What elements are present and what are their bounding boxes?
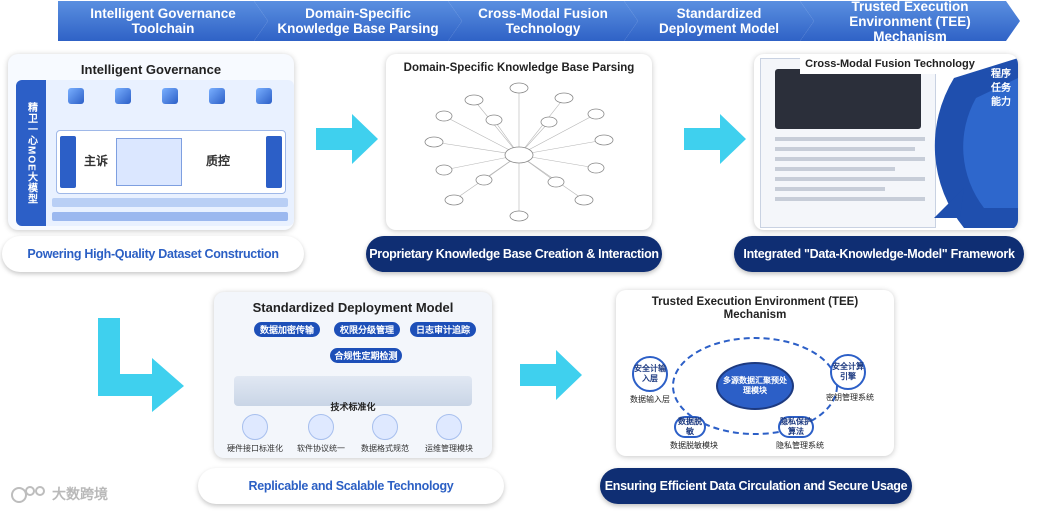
core-left-label: 主诉 [84, 154, 109, 168]
watermark-logo-icon [11, 486, 45, 503]
arrow-right-icon [520, 350, 582, 400]
process-left-bar [60, 136, 76, 188]
text-line [775, 157, 925, 161]
caption-deployment: Replicable and Scalable Technology [198, 468, 504, 504]
knowledge-panel: Domain-Specific Knowledge Base Parsing [386, 54, 652, 230]
ribbon-step-knowledge: Domain-Specific Knowledge Base Parsing [254, 1, 462, 41]
document-preview [760, 58, 936, 228]
knowledge-graph [424, 82, 614, 222]
tee-node: 隐私保护算法 [778, 416, 814, 438]
text-line [775, 197, 925, 201]
panel-title: Trusted Execution Environment (TEE) Mech… [651, 296, 859, 321]
node-icon [161, 88, 178, 104]
ribbon-step-label: Trusted Execution Environment (TEE) Mech… [849, 0, 971, 44]
governance-panel: Intelligent Governance 精卫一心MOE大模型 主诉 质控 [8, 54, 294, 230]
deploy-tag: 权限分级管理 [334, 322, 400, 337]
tech-standard-title: 技术标准化 [330, 402, 376, 412]
platform-base [234, 376, 472, 406]
tee-node-label: 数据脱敏模块 [670, 441, 718, 450]
fan-label-line: 程序 [991, 69, 1011, 80]
caption-knowledge: Proprietary Knowledge Base Creation & In… [366, 236, 662, 272]
ribbon-step-crossmodal: Cross-Modal Fusion Technology [448, 1, 638, 41]
process-ribbon: Intelligent Governance Toolchain Domain-… [58, 1, 1020, 41]
caption-governance: Powering High-Quality Dataset Constructi… [2, 236, 304, 272]
ribbon-step-tee: Trusted Execution Environment (TEE) Mech… [800, 1, 1020, 41]
database-icon [67, 88, 84, 104]
text-line [775, 147, 915, 151]
process-band [52, 198, 288, 207]
ribbon-step-label: Intelligent Governance Toolchain [90, 6, 236, 36]
crossmodal-panel: Cross-Modal Fusion Technology 程序 任务 能力 [754, 54, 1018, 230]
panel-title: Standardized Deployment Model [252, 300, 454, 315]
tech-item-label: 运维管理模块 [425, 444, 473, 453]
tech-item-label: 硬件接口标准化 [227, 444, 283, 453]
deploy-tag: 数据加密传输 [254, 322, 320, 337]
governance-diagram: 精卫一心MOE大模型 主诉 质控 [16, 80, 294, 226]
text-line [775, 167, 895, 171]
deploy-tag: 日志审计追踪 [410, 322, 476, 337]
ribbon-step-label: Domain-Specific Knowledge Base Parsing [277, 6, 439, 36]
ribbon-step-label: Cross-Modal Fusion Technology [478, 6, 608, 36]
watermark-text: 大数跨境 [52, 486, 108, 502]
fan-label-line: 任务 [991, 83, 1011, 94]
data-format-icon [372, 414, 398, 440]
deployment-panel: Standardized Deployment Model 数据加密传输 权限分… [214, 292, 492, 458]
tee-panel: Trusted Execution Environment (TEE) Mech… [616, 290, 894, 456]
ribbon-step-governance: Intelligent Governance Toolchain [58, 1, 268, 41]
tee-node-label: 数据输入层 [630, 395, 670, 404]
process-band [52, 212, 288, 221]
arrow-turn-icon [98, 318, 184, 412]
watermark: 大数跨境 [10, 484, 108, 504]
tech-item-label: 数据格式规范 [361, 444, 409, 453]
caption-crossmodal: Integrated "Data-Knowledge-Model" Framew… [734, 236, 1024, 272]
panel-title: Cross-Modal Fusion Technology [800, 58, 980, 74]
deploy-tag: 合规性定期检测 [330, 348, 402, 363]
panel-title: Domain-Specific Knowledge Base Parsing [403, 62, 635, 74]
fan-graphic [934, 58, 1018, 228]
tech-item-label: 软件协议统一 [297, 444, 345, 453]
core-right-label: 质控 [206, 154, 231, 168]
panel-title: Intelligent Governance [80, 62, 222, 77]
ribbon-step-label: Standardized Deployment Model [658, 6, 779, 36]
tee-node-label: 密钥管理系统 [826, 393, 874, 402]
fan-label: 程序 任务 能力 [990, 68, 1012, 110]
chart-icon [256, 88, 273, 104]
arrow-right-icon [316, 114, 378, 164]
layers-icon [209, 88, 226, 104]
process-center-block [116, 138, 182, 186]
flow-icon [114, 88, 131, 104]
text-line [775, 137, 925, 141]
hardware-icon [242, 414, 268, 440]
text-line [775, 177, 925, 181]
tee-node-label: 隐私管理系统 [776, 441, 824, 450]
process-right-bar [266, 136, 282, 188]
governance-icon-row [52, 88, 288, 128]
tee-node: 安全计输入层 [632, 356, 668, 392]
chat-overlay [775, 69, 921, 129]
graph-nodes [424, 82, 614, 222]
tee-node: 安全计算引擎 [830, 354, 866, 390]
text-line [775, 187, 885, 191]
ops-icon [436, 414, 462, 440]
model-side-label: 精卫一心MOE大模型 [16, 80, 46, 226]
arrow-right-icon [684, 114, 746, 164]
fan-label-line: 能力 [991, 97, 1011, 108]
caption-tee: Ensuring Efficient Data Circulation and … [600, 468, 912, 504]
protocol-icon [308, 414, 334, 440]
tee-node: 数据脱敏 [674, 416, 706, 438]
tee-center-node: 多源数据汇聚预处理模块 [716, 362, 794, 410]
ribbon-step-deployment: Standardized Deployment Model [624, 1, 814, 41]
